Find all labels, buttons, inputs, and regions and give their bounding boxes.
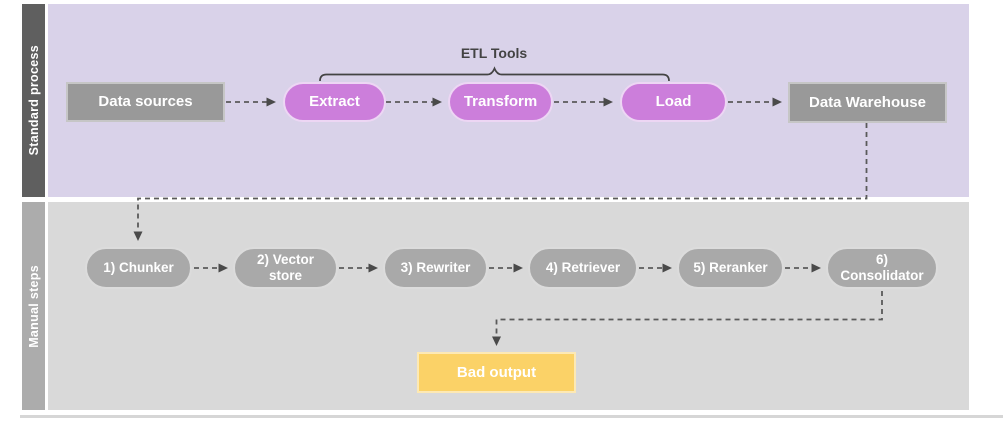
node-reranker-label: 5) Reranker — [693, 260, 768, 276]
node-rewriter-label: 3) Rewriter — [400, 260, 471, 276]
node-data-warehouse-label: Data Warehouse — [809, 93, 926, 111]
node-consolidator-label: 6) Consolidator — [840, 252, 924, 283]
node-load-label: Load — [655, 93, 692, 111]
node-bad-output-label: Bad output — [456, 363, 537, 381]
node-data-sources-label: Data sources — [98, 93, 193, 111]
node-extract: Extract — [283, 82, 386, 122]
connector-data-warehouse-to-chunker — [133, 123, 868, 241]
node-extract-label: Extract — [309, 93, 360, 111]
node-chunker: 1) Chunker — [85, 247, 192, 289]
node-vector-store-label: 2) Vector store — [256, 252, 315, 283]
node-retriever-label: 4) Retriever — [545, 260, 621, 276]
bottom-divider-line — [20, 415, 1003, 418]
lane-bar-manual-steps: Manual steps — [22, 202, 45, 410]
node-bad-output: Bad output — [417, 352, 576, 393]
node-load: Load — [620, 82, 727, 122]
node-retriever: 4) Retriever — [528, 247, 638, 289]
node-transform: Transform — [448, 82, 553, 122]
node-chunker-label: 1) Chunker — [103, 260, 174, 276]
lane-bar-standard-process: Standard process — [22, 4, 45, 197]
node-vector-store: 2) Vector store — [233, 247, 338, 289]
etl-tools-brace — [319, 66, 670, 82]
node-data-warehouse: Data Warehouse — [788, 82, 947, 123]
node-rewriter: 3) Rewriter — [383, 247, 488, 289]
etl-tools-label: ETL Tools — [460, 45, 528, 61]
connector-consolidator-to-bad-output — [492, 291, 883, 346]
node-data-sources: Data sources — [66, 82, 225, 122]
node-reranker: 5) Reranker — [677, 247, 784, 289]
node-transform-label: Transform — [463, 93, 538, 111]
node-consolidator: 6) Consolidator — [826, 247, 938, 289]
